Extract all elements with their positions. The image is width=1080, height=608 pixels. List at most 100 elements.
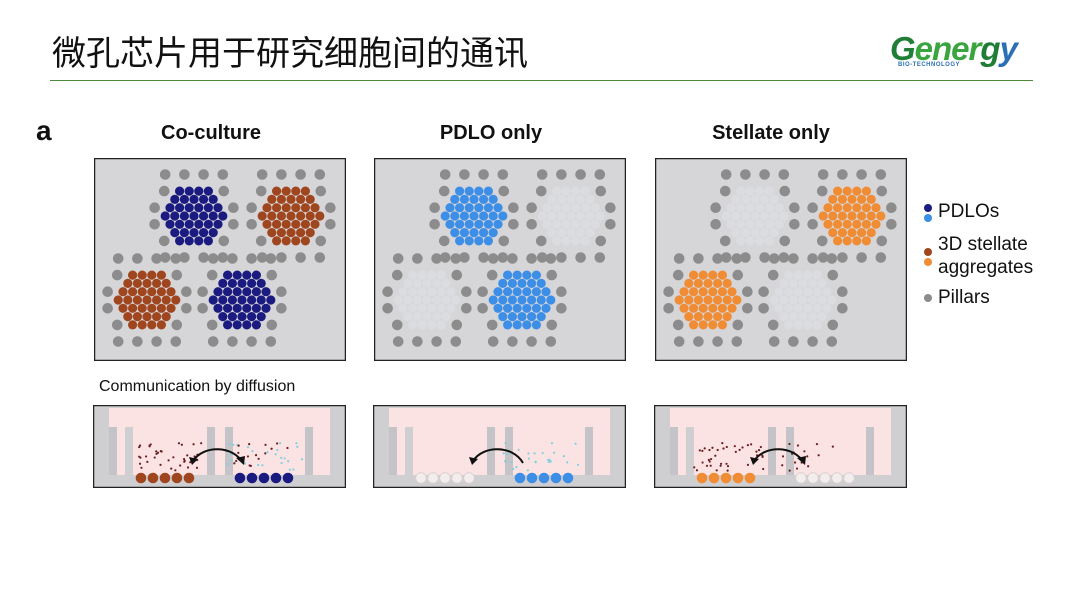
pillar — [670, 427, 678, 475]
cell-aggregate — [852, 203, 862, 213]
cell-aggregate — [282, 472, 294, 484]
pillar — [305, 427, 313, 475]
empty-well — [784, 287, 794, 297]
empty-well — [784, 270, 794, 280]
cell-aggregate — [717, 287, 727, 297]
cell-aggregate — [861, 203, 871, 213]
cell-aggregate — [247, 312, 257, 322]
signal-particle — [276, 442, 279, 445]
cell-aggregate — [455, 203, 465, 213]
cell-aggregate — [179, 211, 189, 221]
signal-particle — [734, 450, 737, 454]
empty-well — [803, 270, 813, 280]
cell-aggregate — [483, 186, 493, 196]
empty-well — [803, 320, 813, 330]
signal-particle — [781, 455, 785, 458]
pillar — [816, 235, 828, 247]
cell-aggregate — [159, 472, 171, 484]
signal-particle — [504, 442, 507, 445]
empty-well — [745, 219, 755, 229]
cell-aggregate — [459, 194, 469, 204]
signal-particle — [177, 442, 181, 445]
cell-aggregate — [161, 278, 171, 288]
signal-particle — [300, 458, 304, 461]
cell-aggregate — [132, 295, 142, 305]
signal-particle — [547, 458, 550, 462]
pillar — [382, 286, 393, 297]
genergy-logo: Genergy BIO-TECHNOLOGY — [890, 30, 1040, 76]
empty-well — [580, 236, 590, 246]
signal-particle — [817, 454, 820, 457]
empty-well — [745, 186, 755, 196]
pillar — [526, 219, 537, 230]
cell-aggregate — [708, 303, 718, 313]
pillar — [461, 286, 472, 297]
legend-label: 3D stellate aggregates — [938, 234, 1034, 278]
signal-particle — [179, 464, 182, 467]
empty-well — [740, 211, 750, 221]
pillar — [767, 319, 779, 331]
empty-well — [398, 303, 408, 313]
empty-well — [561, 236, 571, 246]
pillar — [827, 319, 839, 331]
cell-aggregate — [213, 303, 223, 313]
pillar — [693, 336, 704, 347]
signal-particle — [512, 467, 515, 471]
cell-aggregate — [531, 270, 541, 280]
cell-aggregate — [445, 219, 455, 229]
cell-aggregate — [522, 270, 532, 280]
empty-well — [571, 186, 581, 196]
signal-particle — [541, 451, 544, 455]
cell-aggregate — [536, 295, 546, 305]
pillar — [789, 219, 800, 230]
cell-aggregate — [498, 312, 508, 322]
empty-well — [542, 203, 552, 213]
cell-aggregate — [531, 287, 541, 297]
signal-particle — [230, 459, 233, 462]
empty-well — [750, 228, 760, 238]
empty-well — [736, 186, 746, 196]
pillar — [197, 286, 208, 297]
pillar — [875, 169, 887, 180]
cell-aggregate — [488, 211, 498, 221]
pillar — [198, 252, 209, 263]
cell-aggregate — [184, 219, 194, 229]
cell-aggregate — [720, 472, 732, 484]
pillar — [276, 286, 287, 297]
cell-aggregate — [291, 203, 301, 213]
empty-well — [585, 211, 595, 221]
empty-well — [436, 303, 446, 313]
cell-aggregate — [488, 228, 498, 238]
empty-well — [764, 219, 774, 229]
signal-particle — [711, 446, 714, 449]
cell-aggregate — [689, 320, 699, 330]
cell-aggregate — [861, 236, 871, 246]
signal-particle — [257, 457, 260, 460]
cell-aggregate — [251, 303, 261, 313]
cell-aggregate — [450, 194, 460, 204]
cell-aggregate — [276, 211, 286, 221]
pillar — [276, 169, 287, 180]
cell-aggregate — [165, 203, 175, 213]
signal-particle — [757, 449, 761, 452]
signal-particle — [229, 442, 232, 445]
signal-particle — [144, 455, 148, 458]
empty-well — [822, 303, 832, 313]
signal-particle — [502, 452, 505, 455]
cell-aggregate — [194, 219, 204, 229]
signal-particle — [566, 461, 569, 464]
cell-aggregate — [223, 287, 233, 297]
cell-aggregate — [147, 303, 157, 313]
empty-well — [721, 211, 731, 221]
cell-aggregate — [464, 236, 474, 246]
cell-aggregate — [251, 320, 261, 330]
cell-aggregate — [538, 472, 550, 484]
cell-aggregate — [208, 194, 218, 204]
cell-aggregate — [474, 203, 484, 213]
signal-particle — [153, 456, 156, 459]
cell-aggregate — [546, 295, 556, 305]
empty-well — [571, 219, 581, 229]
empty-well — [547, 211, 557, 221]
empty-well — [408, 287, 418, 297]
empty-well — [779, 295, 789, 305]
